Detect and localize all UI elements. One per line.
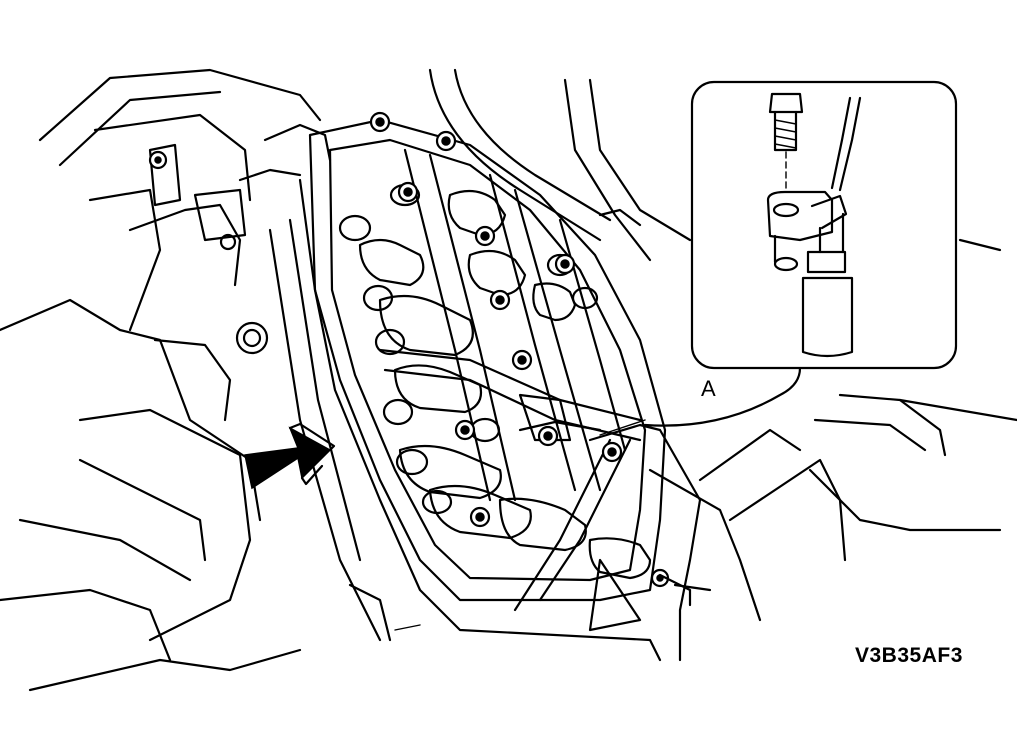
figure-code: V3B35AF3 bbox=[855, 644, 963, 667]
detail-label: A bbox=[701, 376, 716, 401]
sensor-icon bbox=[801, 194, 854, 358]
detail-leader bbox=[643, 366, 802, 427]
inset-wire bbox=[830, 96, 852, 190]
arrow-icon bbox=[244, 422, 336, 490]
detail-inset bbox=[690, 80, 958, 370]
sensor-wire bbox=[518, 419, 712, 662]
valve-spools bbox=[338, 183, 652, 580]
cooler-pipes bbox=[428, 68, 1017, 622]
transmission-housing bbox=[0, 68, 332, 692]
valve-body-bolts bbox=[148, 111, 670, 588]
